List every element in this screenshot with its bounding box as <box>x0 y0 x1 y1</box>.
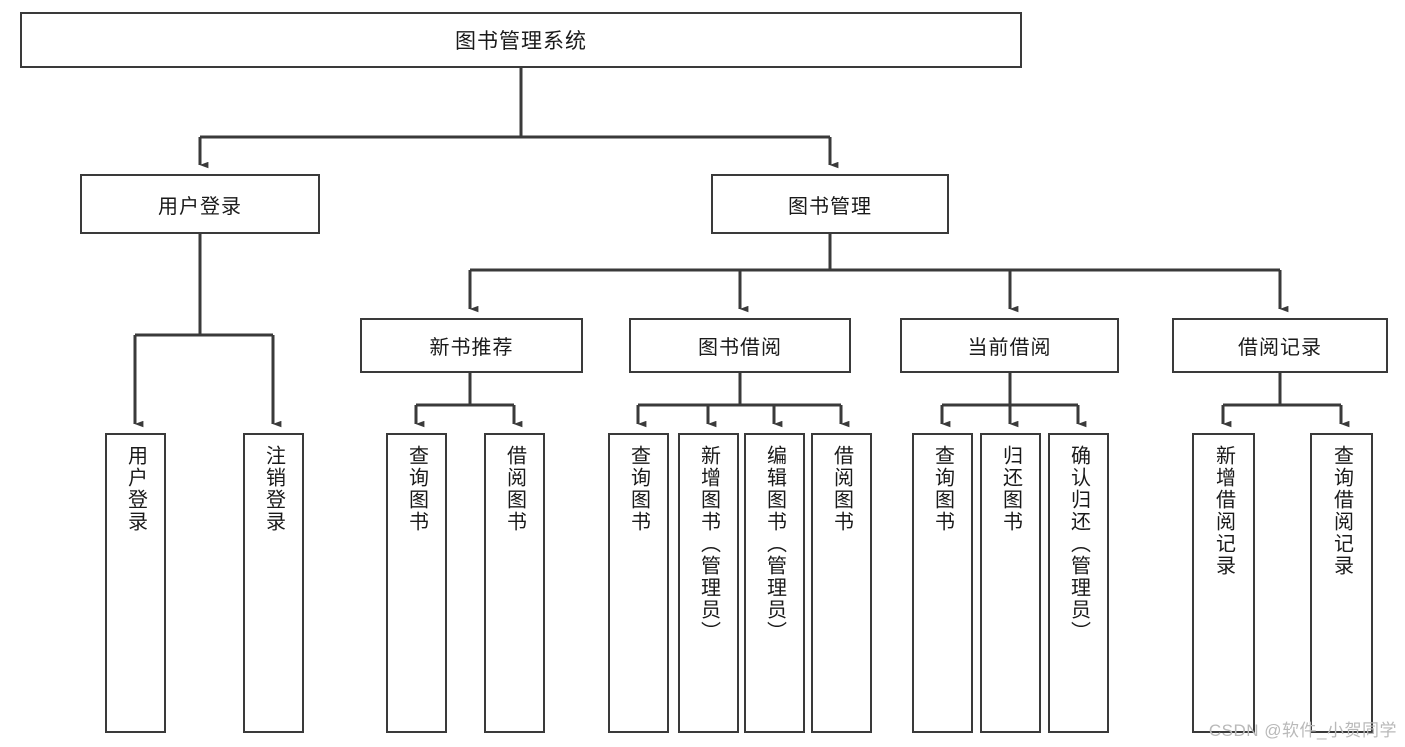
node-root[interactable]: 图书管理系统 <box>20 12 1022 68</box>
node-query-book-1[interactable]: 查询图书 <box>386 433 447 733</box>
csdn-watermark: CSDN @软件_小贺同学 <box>1208 721 1397 740</box>
node-borrow-book-1[interactable]: 借阅图书 <box>484 433 545 733</box>
node-query-book-2[interactable]: 查询图书 <box>608 433 669 733</box>
node-borrow-record[interactable]: 借阅记录 <box>1172 318 1388 373</box>
node-return-book-label: 归还图书 <box>999 445 1022 533</box>
node-new-book-recommend[interactable]: 新书推荐 <box>360 318 583 373</box>
node-confirm-return-admin-label: 确认归还（管理员） <box>1067 445 1090 643</box>
node-query-book-3-label: 查询图书 <box>931 445 954 533</box>
node-book-borrow-label: 图书借阅 <box>698 337 782 359</box>
node-edit-book-admin-label: 编辑图书（管理员） <box>763 445 786 643</box>
node-return-book[interactable]: 归还图书 <box>980 433 1041 733</box>
node-user-logout[interactable]: 注销登录 <box>243 433 304 733</box>
node-book-manage[interactable]: 图书管理 <box>711 174 949 234</box>
node-user-logout-label: 注销登录 <box>262 445 285 533</box>
node-edit-book-admin[interactable]: 编辑图书（管理员） <box>744 433 805 733</box>
node-current-borrow[interactable]: 当前借阅 <box>900 318 1119 373</box>
node-book-manage-label: 图书管理 <box>788 195 872 218</box>
node-confirm-return-admin[interactable]: 确认归还（管理员） <box>1048 433 1109 733</box>
node-borrow-book-2-label: 借阅图书 <box>830 445 853 533</box>
node-query-book-3[interactable]: 查询图书 <box>912 433 973 733</box>
node-borrow-book-2[interactable]: 借阅图书 <box>811 433 872 733</box>
node-add-borrow-record-label: 新增借阅记录 <box>1212 445 1235 577</box>
node-add-book-admin-label: 新增图书（管理员） <box>697 445 720 643</box>
node-user-login[interactable]: 用户登录 <box>80 174 320 234</box>
node-current-borrow-label: 当前借阅 <box>967 337 1052 359</box>
node-user-login-label: 用户登录 <box>158 195 242 218</box>
node-query-book-2-label: 查询图书 <box>627 445 650 533</box>
node-query-book-1-label: 查询图书 <box>405 445 428 533</box>
node-add-borrow-record[interactable]: 新增借阅记录 <box>1192 433 1255 733</box>
node-borrow-record-label: 借阅记录 <box>1238 337 1322 359</box>
node-book-borrow[interactable]: 图书借阅 <box>629 318 851 373</box>
node-new-book-recommend-label: 新书推荐 <box>429 337 514 359</box>
node-add-book-admin[interactable]: 新增图书（管理员） <box>678 433 739 733</box>
node-root-label: 图书管理系统 <box>455 30 587 53</box>
node-query-borrow-record[interactable]: 查询借阅记录 <box>1310 433 1373 733</box>
node-query-borrow-record-label: 查询借阅记录 <box>1330 445 1353 577</box>
node-borrow-book-1-label: 借阅图书 <box>503 445 526 533</box>
node-user-login-do[interactable]: 用户登录 <box>105 433 166 733</box>
node-user-login-do-label: 用户登录 <box>124 445 147 533</box>
